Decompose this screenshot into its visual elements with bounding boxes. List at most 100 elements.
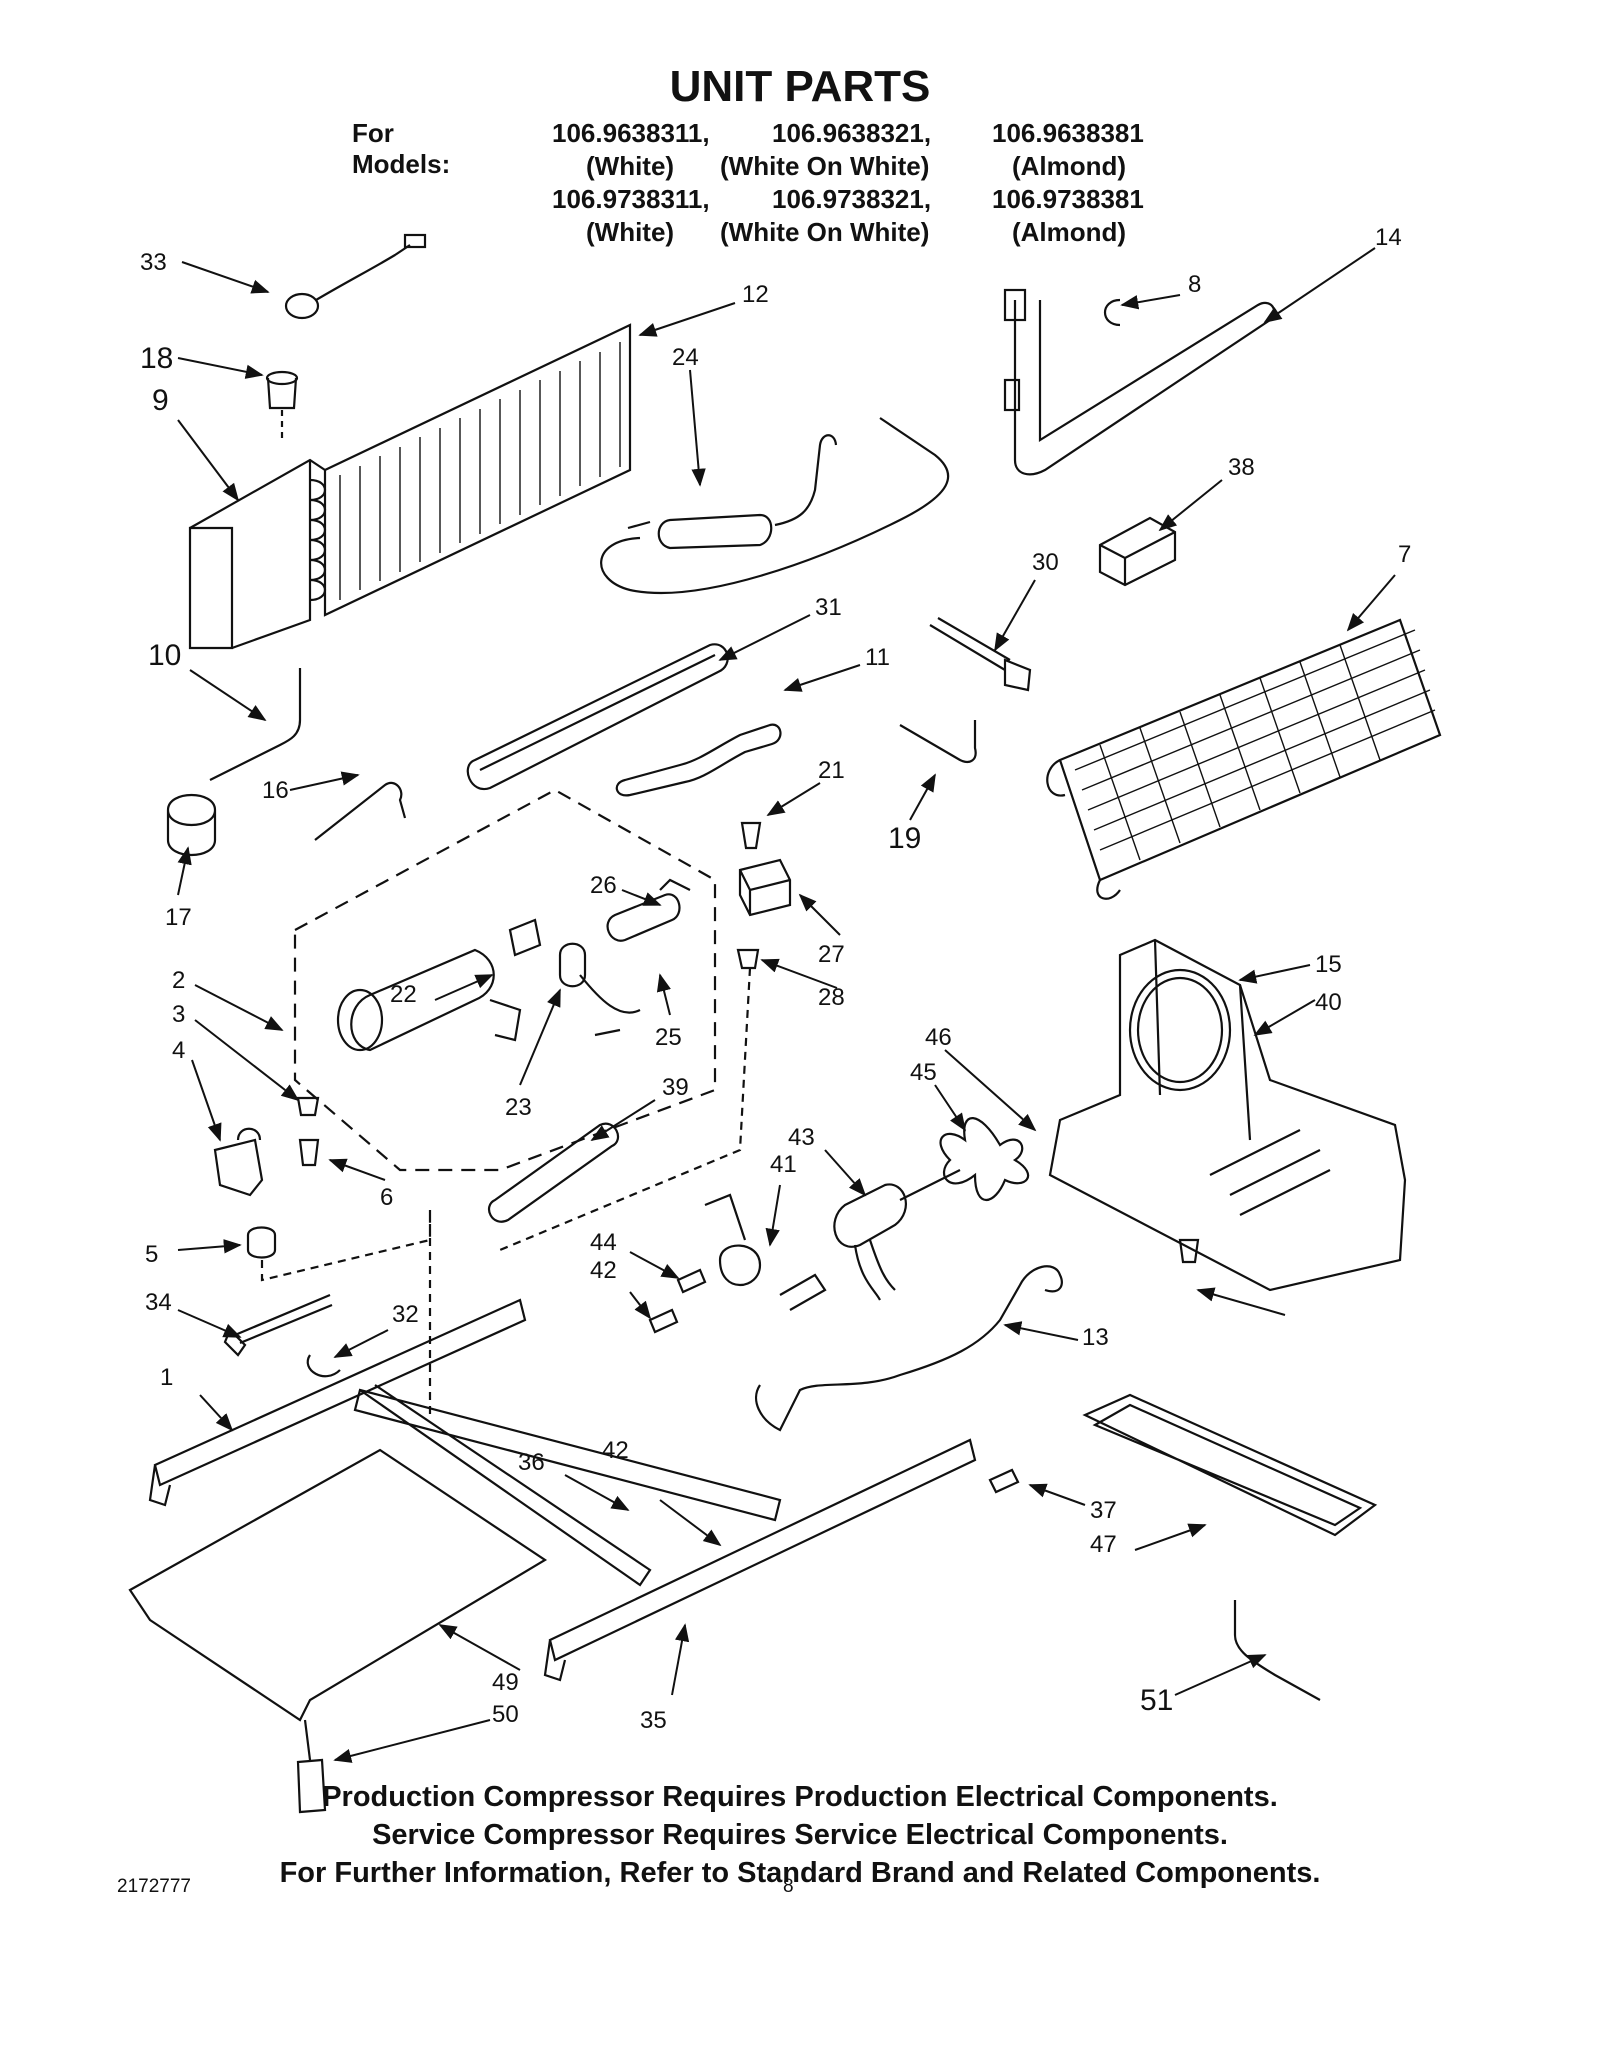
callout-leaders: [177, 247, 1396, 1763]
compressor-group-outline: [293, 788, 717, 1172]
sleeve-part: [488, 1122, 619, 1223]
drier-part: [615, 723, 782, 797]
callout-label: 16: [262, 777, 289, 804]
hose-part: [1233, 1600, 1321, 1701]
callout-label: 36: [518, 1449, 545, 1476]
callout-label: 17: [165, 904, 192, 931]
callout-label: 34: [145, 1289, 172, 1316]
callout-label: 12: [742, 281, 769, 308]
callout-label: 43: [788, 1124, 815, 1151]
sensor-part: [284, 233, 427, 320]
wire-path: [499, 967, 752, 1252]
grommet-part: [246, 1226, 277, 1259]
grommet-part: [296, 1096, 320, 1117]
callout-label: 38: [1228, 454, 1255, 481]
callout-label: 39: [662, 1074, 689, 1101]
heater-loop-part: [1003, 288, 1276, 476]
callout-label: 24: [672, 344, 699, 371]
callout-label: 47: [1090, 1531, 1117, 1558]
model-number: 106.9738311,: [552, 184, 710, 214]
callout-label: 42: [590, 1257, 617, 1284]
screw-part: [740, 821, 762, 850]
callout-label: 51: [1140, 1684, 1173, 1717]
note-line: Service Compressor Requires Service Elec…: [372, 1819, 1228, 1851]
model-color: (White On White): [720, 217, 930, 247]
cross-rail-part: [353, 1384, 782, 1587]
callout-label: 35: [640, 1707, 667, 1734]
relay-part: [606, 878, 691, 942]
callout-label: 11: [865, 644, 890, 671]
screw-part: [1178, 1238, 1200, 1264]
callout-label: 40: [1315, 989, 1342, 1016]
grommet-part: [265, 370, 299, 440]
model-number: 106.9638311,: [552, 118, 710, 148]
overload-part: [558, 942, 641, 1037]
fan-shroud-part: [1048, 938, 1407, 1292]
document-number: 2172777: [117, 1876, 191, 1897]
page-number: 8: [783, 1876, 794, 1897]
callout-label: 8: [1188, 271, 1201, 298]
notes-block: Production Compressor Requires Productio…: [0, 1778, 1600, 1892]
clip-part: [306, 1354, 341, 1378]
compressor-part: [336, 918, 542, 1052]
callout-label: 50: [492, 1701, 519, 1728]
grommet-part: [736, 948, 760, 970]
model-number: 106.9638321,: [772, 118, 932, 148]
note-line: Production Compressor Requires Productio…: [322, 1781, 1278, 1813]
callout-label: 25: [655, 1024, 682, 1051]
callout-label: 37: [1090, 1497, 1117, 1524]
model-color: (White On White): [720, 151, 930, 181]
fan-motor-part: [833, 1169, 961, 1301]
callout-label: 30: [1032, 549, 1059, 576]
sleeve-part: [166, 793, 217, 857]
wire-path: [260, 1210, 432, 1420]
callout-label: 5: [145, 1241, 158, 1268]
callout-label: 23: [505, 1094, 532, 1121]
callout-label: 49: [492, 1669, 519, 1696]
tube-assembly-part: [600, 417, 950, 594]
callout-label: 10: [148, 639, 181, 672]
callout-label: 42: [602, 1437, 629, 1464]
callout-label: 46: [925, 1024, 952, 1051]
tube-part: [209, 668, 302, 781]
screw-part: [298, 1138, 320, 1167]
page-title: UNIT PARTS: [669, 62, 931, 111]
clip-part: [1104, 298, 1121, 327]
condenser-coil-part: [188, 323, 632, 650]
base-plate-part: [128, 1448, 548, 1722]
callout-label: 32: [392, 1301, 419, 1328]
callout-label: 22: [390, 981, 417, 1008]
callout-label: 19: [888, 822, 921, 855]
screw-part: [648, 1308, 679, 1334]
models-label: For Models:: [352, 118, 451, 179]
relay-box-part: [738, 858, 792, 917]
callout-label: 4: [172, 1037, 185, 1064]
drain-pan-part: [1082, 1393, 1378, 1537]
callout-label: 7: [1398, 541, 1411, 568]
callout-label: 41: [770, 1151, 797, 1178]
cable-tie-part: [929, 617, 1032, 692]
drain-tube-part: [754, 1265, 1063, 1432]
model-color: (Almond): [1012, 217, 1127, 247]
callout-label: 28: [818, 984, 845, 1011]
model-color: (White): [586, 151, 675, 181]
tube-elbow-part: [314, 781, 407, 841]
model-number: 106.9738321,: [772, 184, 932, 214]
callout-label: 18: [140, 342, 173, 375]
callout-label: 6: [380, 1184, 393, 1211]
callout-label: 33: [140, 249, 167, 276]
tube-elbow-part: [899, 720, 977, 764]
insulation-part: [466, 643, 729, 791]
screw-part: [676, 1268, 707, 1294]
callout-label: 9: [152, 384, 169, 417]
callout-label: 27: [818, 941, 845, 968]
callout-label: 45: [910, 1059, 937, 1086]
callout-label: 13: [1082, 1324, 1109, 1351]
callout-label: 1: [160, 1364, 173, 1391]
model-number: 106.9638381: [992, 118, 1144, 148]
leveling-leg-part: [296, 1719, 327, 1814]
evaporator-part: [1046, 618, 1442, 900]
callout-label: 44: [590, 1229, 617, 1256]
callout-label: 26: [590, 872, 617, 899]
front-rail-part: [543, 1438, 977, 1682]
